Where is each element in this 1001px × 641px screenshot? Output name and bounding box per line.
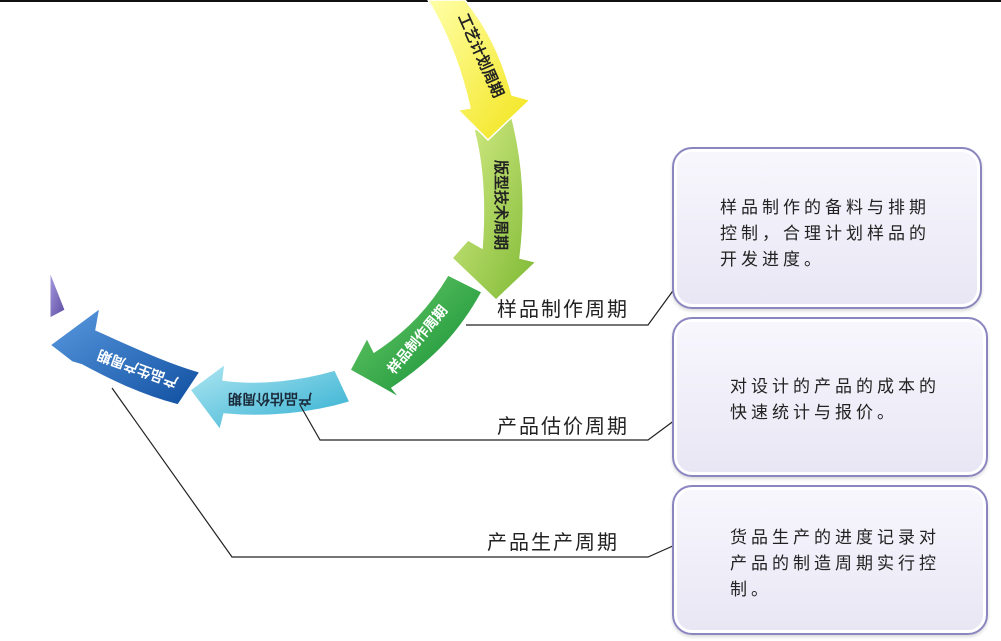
card-production: 货品生产的进度记录对产品的制造周期实行控制。 (672, 485, 988, 635)
arrow-segment-6 (49, 271, 66, 319)
card-estimate-text: 对设计的产品的成本的快速统计与报价。 (730, 377, 940, 423)
label-estimate-cycle: 产品估价周期 (497, 414, 629, 438)
leader-line-estimate (299, 404, 676, 441)
arrow-segment-1 (427, 0, 532, 142)
leader-line-production (111, 387, 676, 558)
arrow-text-2: 版型技术周期 (492, 160, 510, 250)
leader-line-sample (466, 287, 676, 326)
label-sample-cycle: 样品制作周期 (497, 297, 629, 321)
svg-text:产品估价周期: 产品估价周期 (228, 390, 312, 407)
arrow-segment-5 (48, 306, 202, 406)
svg-text:版型技术周期: 版型技术周期 (492, 160, 510, 250)
arrow-segment-3 (348, 274, 484, 399)
top-border-line (0, 0, 1001, 2)
arrow-text-4: 产品估价周期 (228, 390, 312, 407)
card-sample-text: 样品制作的备料与排期控制，合理计划样品的开发进度。 (720, 198, 930, 270)
card-estimate: 对设计的产品的成本的快速统计与报价。 (672, 317, 988, 477)
arrow-segment-4 (188, 362, 352, 432)
card-sample: 样品制作的备料与排期控制，合理计划样品的开发进度。 (672, 147, 982, 309)
card-production-text: 货品生产的进度记录对产品的制造周期实行控制。 (730, 528, 940, 600)
label-production-cycle: 产品生产周期 (487, 530, 619, 554)
